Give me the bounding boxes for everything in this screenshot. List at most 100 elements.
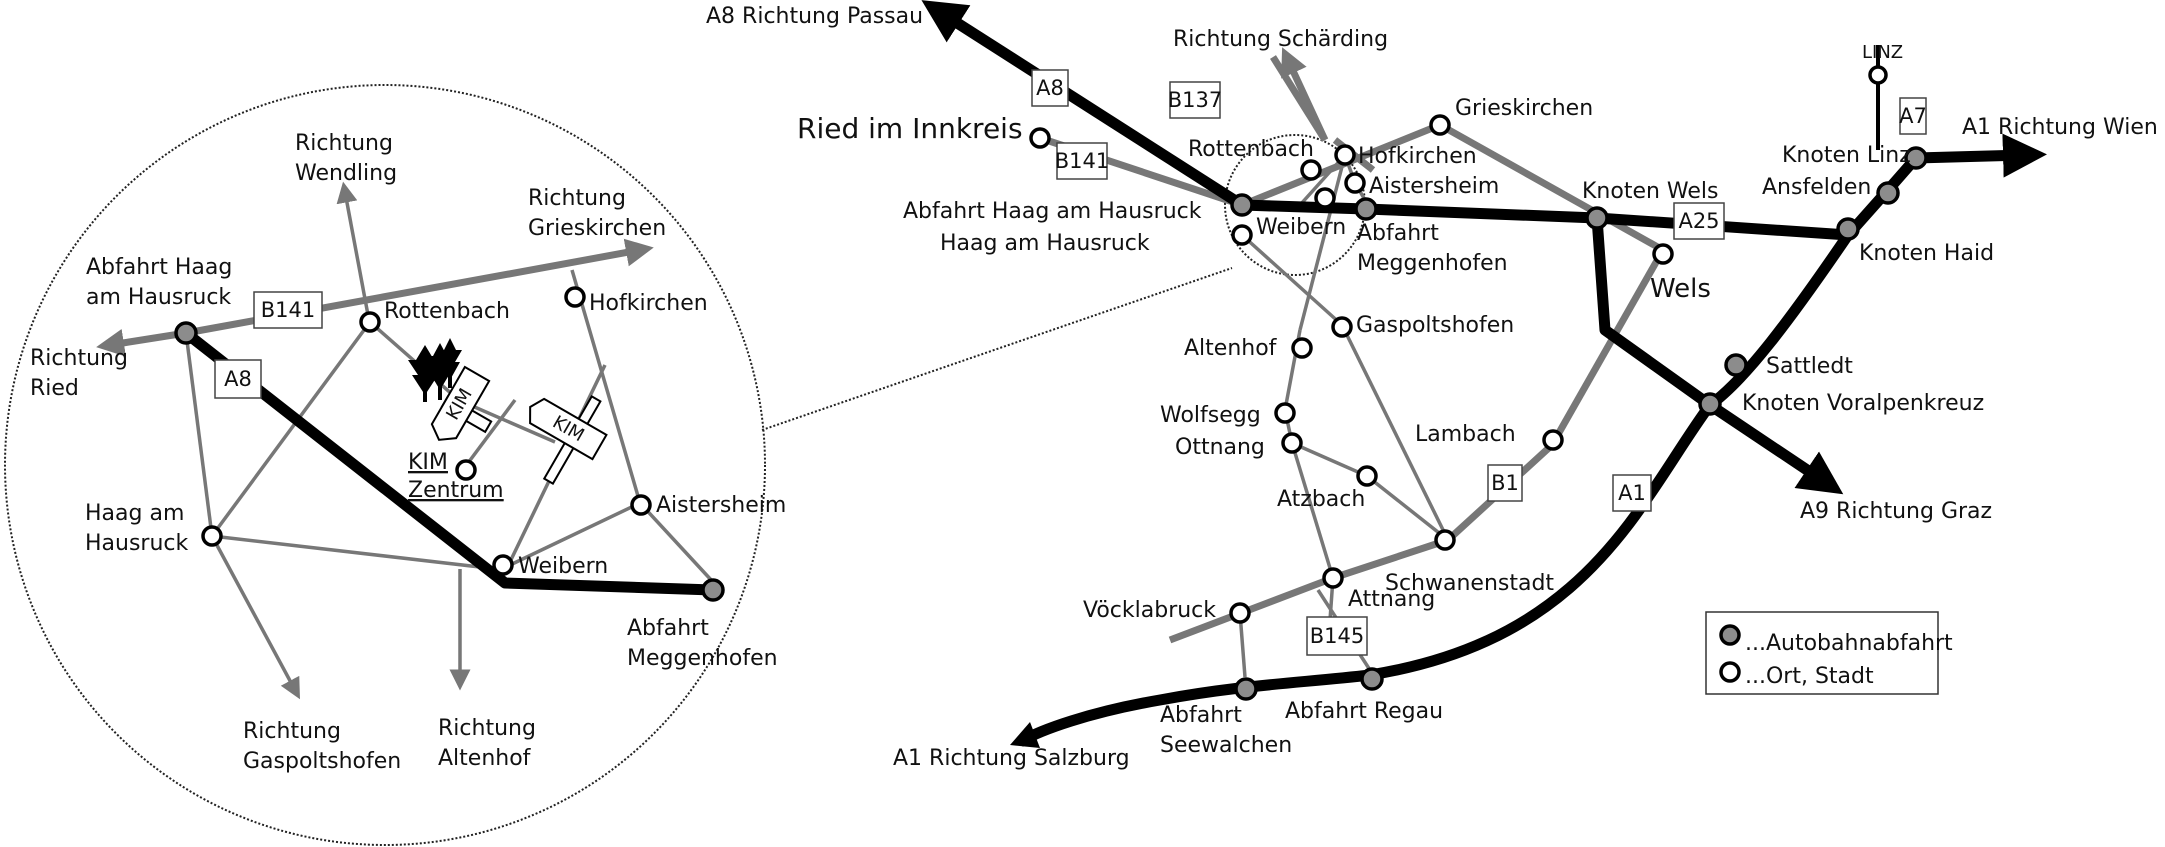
inset-boundary <box>4 84 766 846</box>
town-hofkirchen <box>1334 144 1356 166</box>
label-attnang: Attnang <box>1348 587 1435 612</box>
town-weibern <box>1314 187 1336 209</box>
label-a8-passau: A8 Richtung Passau <box>706 4 923 29</box>
exit-ansfelden <box>1876 181 1900 205</box>
road-badge-b1: B1 <box>1487 464 1523 502</box>
motorway-a8 <box>921 0 1245 210</box>
label-haag: Haag am Hausruck <box>940 231 1150 256</box>
label-abfahrt-haag: Abfahrt Haag am Hausruck <box>903 199 1202 224</box>
town-markers <box>1029 65 1888 624</box>
town-grieskirchen <box>1429 114 1451 136</box>
town-attnang <box>1322 567 1344 589</box>
label-a9-graz: A9 Richtung Graz <box>1800 499 1992 524</box>
town-altenhof <box>1291 337 1313 359</box>
kim-sign-1: KIM <box>430 365 493 441</box>
label-knoten-linz: Knoten Linz <box>1782 143 1911 168</box>
exit-knoten-haid <box>1836 217 1860 241</box>
road-badge-a1: A1 <box>1612 474 1652 512</box>
legend-label-town: ...Ort, Stadt <box>1745 664 1874 689</box>
label-richtung-schaerding: Richtung Schärding <box>1173 27 1388 52</box>
inset-exit-meggenhofen <box>701 578 725 602</box>
town-aistersheim <box>1344 172 1366 194</box>
town-schwanenstadt <box>1434 529 1456 551</box>
label-abfahrt-regau: Abfahrt Regau <box>1285 699 1443 724</box>
label-rottenbach: Rottenbach <box>384 299 510 324</box>
label-gaspoltshofen: Gaspoltshofen <box>1356 313 1514 338</box>
label-wolfsegg: Wolfsegg <box>1160 403 1261 428</box>
label-knoten-wels: Knoten Wels <box>1582 179 1719 204</box>
town-haag <box>1231 224 1253 246</box>
label-lambach: Lambach <box>1415 422 1516 447</box>
svg-text:A8: A8 <box>224 367 252 391</box>
label-atzbach: Atzbach <box>1277 487 1365 512</box>
kim-sign-2: KIM <box>529 394 608 485</box>
svg-text:B141: B141 <box>1055 149 1110 173</box>
label-aistersheim: Aistersheim <box>656 493 786 518</box>
town-lambach <box>1542 429 1564 451</box>
label-voecklabruck: Vöcklabruck <box>1083 598 1216 623</box>
label-a1-salzburg: A1 Richtung Salzburg <box>893 746 1130 771</box>
inset-road-badge-b141: B141 <box>253 291 323 329</box>
exit-markers <box>1230 146 1928 701</box>
exit-haag <box>1230 193 1254 217</box>
svg-text:A1: A1 <box>1618 481 1646 505</box>
svg-text:B141: B141 <box>261 298 316 322</box>
label-hofkirchen: Hofkirchen <box>1358 144 1477 169</box>
svg-text:A8: A8 <box>1036 76 1064 100</box>
exit-meggenhofen <box>1354 197 1378 221</box>
inset-map: KIM KIM B141 A8 <box>4 84 1233 846</box>
label-altenhof: Altenhof <box>1184 336 1278 361</box>
road-badge-b141: B141 <box>1055 142 1110 180</box>
label-grieskirchen: Grieskirchen <box>1455 96 1593 121</box>
legend-town-icon <box>1719 661 1741 683</box>
label-linz: LINZ <box>1862 42 1903 63</box>
label-knoten-haid: Knoten Haid <box>1859 241 1994 266</box>
town-rottenbach <box>1300 159 1322 181</box>
inset-town-rottenbach <box>359 311 381 333</box>
legend-box <box>1705 611 1939 695</box>
road-badge-a25: A25 <box>1673 202 1725 240</box>
inset-town-aistersheim <box>630 494 652 516</box>
inset-road-b141-west <box>96 328 187 357</box>
label-weibern: Weibern <box>1256 215 1346 240</box>
town-atzbach <box>1356 465 1378 487</box>
label-knoten-voralpenkreuz: Knoten Voralpenkreuz <box>1742 391 1984 416</box>
motorway-a1-salzburg <box>1017 231 1853 747</box>
town-ried <box>1029 127 1051 149</box>
svg-text:A7: A7 <box>1899 104 1927 128</box>
exit-seewalchen <box>1234 677 1258 701</box>
inset-town-hofkirchen <box>564 286 586 308</box>
label-aistersheim: Aistersheim <box>1369 174 1499 199</box>
legend-label-exit: ...Autobahnabfahrt <box>1745 631 1953 656</box>
legend-exit-icon <box>1719 624 1741 646</box>
legend: ...Autobahnabfahrt ...Ort, Stadt <box>1705 611 1953 695</box>
label-a1-wien: A1 Richtung Wien <box>1962 115 2158 140</box>
inset-town-weibern <box>492 554 514 576</box>
inset-exit-haag <box>174 321 198 345</box>
forest-icon <box>408 338 462 402</box>
label-schwanenstadt: Schwanenstadt <box>1385 571 1554 596</box>
svg-text:B137: B137 <box>1168 88 1223 112</box>
label-ansfelden: Ansfelden <box>1762 175 1871 200</box>
town-linz <box>1868 65 1888 85</box>
inset-motorway-a8 <box>182 328 714 596</box>
town-wels <box>1652 243 1674 265</box>
exit-sattledt <box>1724 353 1748 377</box>
svg-text:A25: A25 <box>1678 209 1719 233</box>
exit-knoten-linz <box>1904 146 1928 170</box>
road-badge-b145: B145 <box>1306 616 1368 656</box>
motorway-a9 <box>1591 217 1844 495</box>
road-badge-a8: A8 <box>1031 69 1069 107</box>
label-wels: Wels <box>1650 274 1711 304</box>
inset-road-badge-a8: A8 <box>214 359 262 399</box>
road-badge-b137: B137 <box>1168 81 1223 119</box>
